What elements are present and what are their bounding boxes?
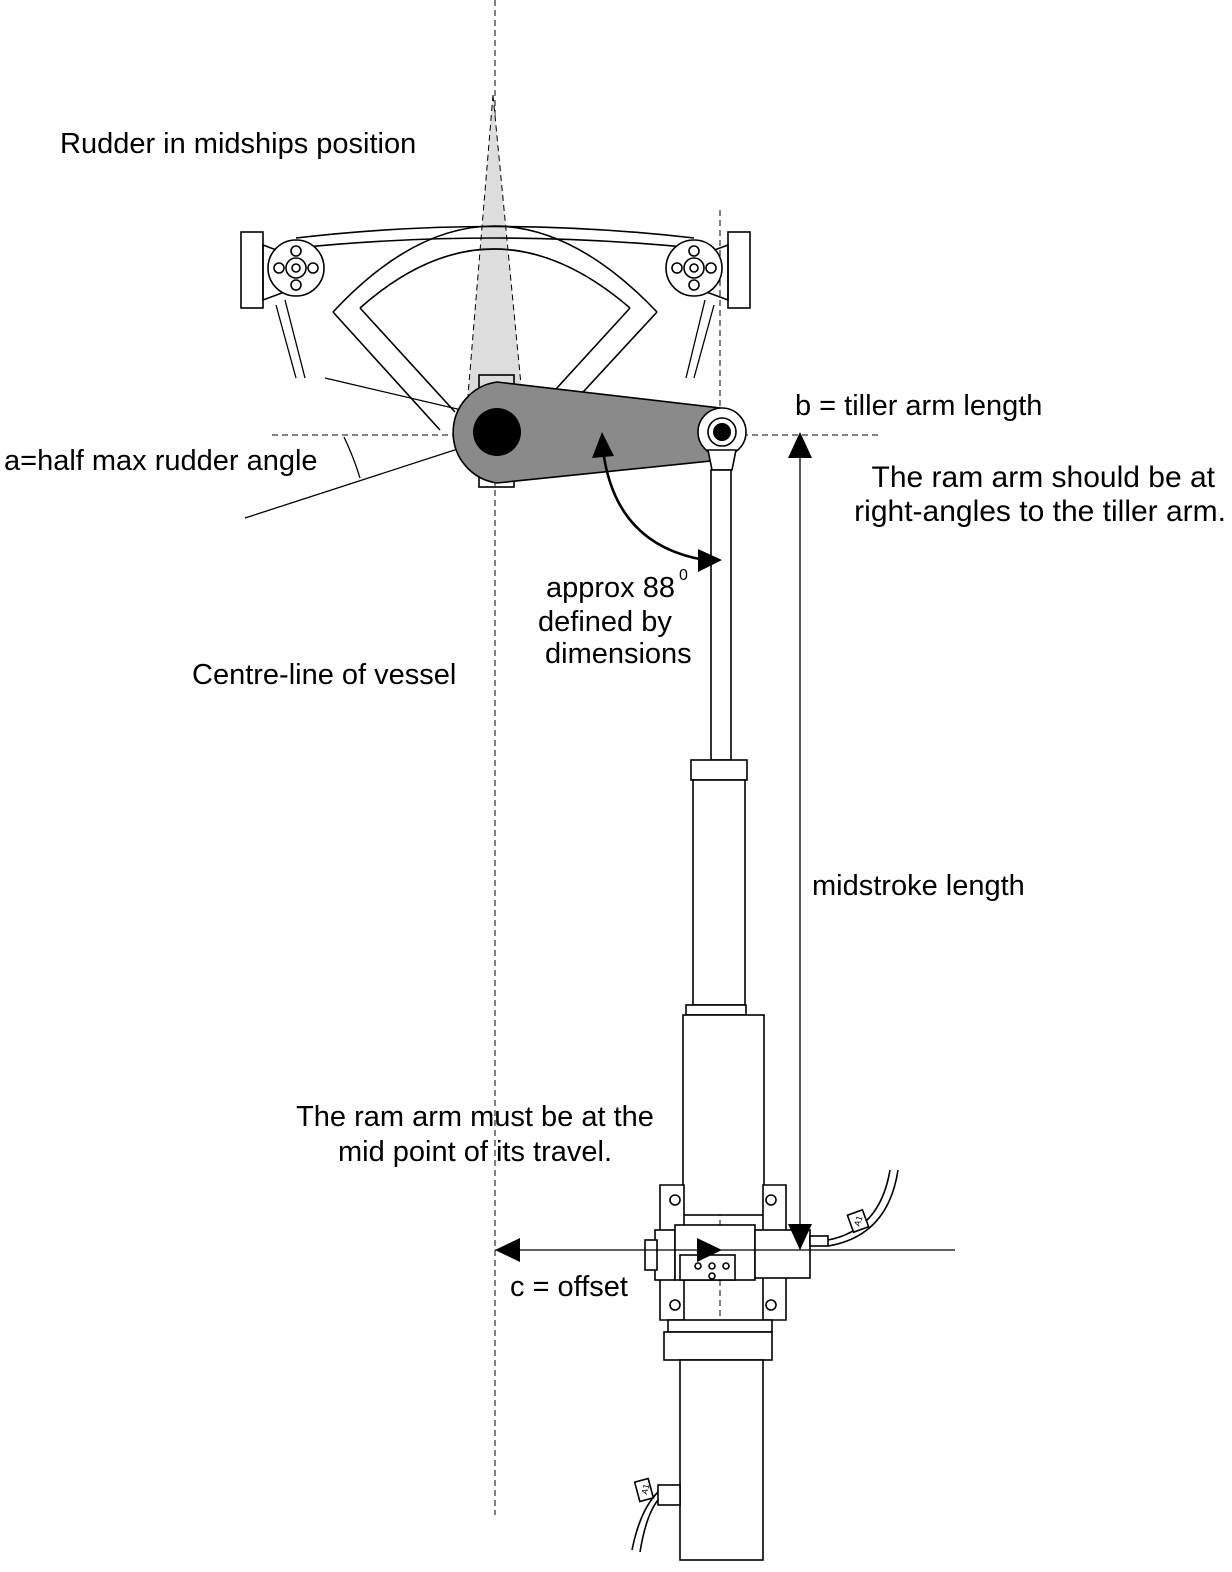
ram-rod	[707, 449, 737, 761]
midstroke-label: midstroke length	[812, 870, 1025, 902]
left-sheave	[240, 231, 325, 309]
midstroke-arrow-top	[788, 432, 812, 458]
angle-88-arrow-right	[698, 549, 722, 572]
right-angles-label-line2: right-angles to the tiller arm.	[854, 495, 1226, 528]
offset-label: c = offset	[510, 1271, 628, 1303]
right-sheave	[665, 231, 751, 309]
rudder-stock	[473, 408, 521, 456]
rudder-shade	[467, 94, 523, 396]
approx-angle-degree: 0	[679, 567, 688, 584]
angle-88-arc	[601, 449, 706, 562]
ram-cylinder	[682, 759, 765, 1216]
right-angles-label-line1: The ram arm should be at	[872, 461, 1216, 494]
approx-angle-label: approx 88	[546, 572, 675, 604]
centre-line-label: Centre-line of vessel	[192, 659, 456, 691]
rudder-position-label: Rudder in midships position	[60, 128, 416, 160]
cable-tag-upper: A1	[853, 1214, 865, 1227]
approx-angle-line3: dimensions	[545, 638, 692, 670]
half-angle-label: a=half max rudder angle	[4, 445, 318, 477]
mid-point-label-line2: mid point of its travel.	[338, 1136, 612, 1168]
angle-line-lower	[244, 444, 471, 519]
approx-angle-line2: defined by	[538, 606, 672, 638]
hydraulic-hose-upper: A1	[809, 1169, 899, 1247]
tiller-arm	[452, 381, 747, 484]
mid-point-label-line1: The ram arm must be at the	[296, 1101, 654, 1133]
ram-lower-cylinder	[657, 1319, 773, 1561]
midstroke-arrow-bottom	[788, 1224, 812, 1250]
angle-line-upper	[324, 377, 471, 413]
angle-88-arrow-top	[592, 432, 614, 458]
offset-arrow-left	[495, 1238, 520, 1262]
angle-arc	[343, 436, 361, 479]
steering-cable	[295, 225, 695, 239]
cable-tag-lower: A1	[640, 1483, 651, 1496]
offset-arrow-right	[697, 1238, 722, 1262]
tiller-arm-label: b = tiller arm length	[795, 390, 1042, 422]
mounting-bracket	[644, 1184, 811, 1321]
hydraulic-hose-lower: A1	[631, 1477, 659, 1553]
